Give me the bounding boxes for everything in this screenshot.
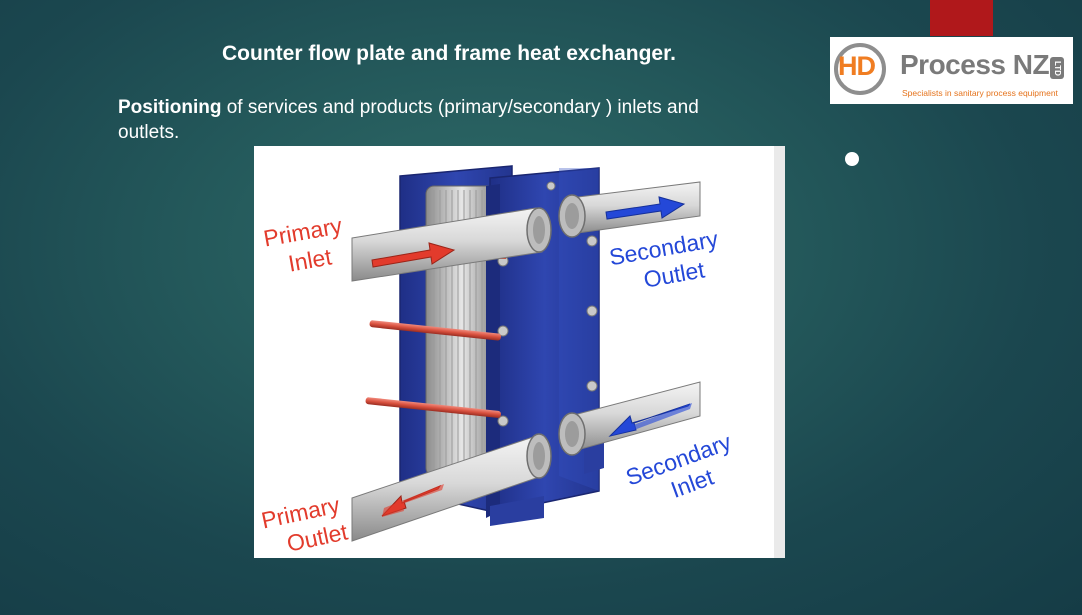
body-bold-text: Positioning xyxy=(118,97,222,118)
slide-title: Counter flow plate and frame heat exchan… xyxy=(222,42,676,65)
body-rest-text: of services and products (primary/second… xyxy=(118,97,699,143)
logo-badge-text: HD xyxy=(838,51,876,81)
logo-suffix: LTD xyxy=(1050,57,1064,79)
logo-badge-icon xyxy=(834,43,886,95)
logo-name: Process NZ xyxy=(900,49,1050,80)
logo-tagline: Specialists in sanitary process equipmen… xyxy=(902,88,1058,98)
bullet-point-icon xyxy=(845,152,859,166)
primary-inlet-line2: Inlet xyxy=(286,243,334,276)
secondary-outlet-label: Secondary Outlet xyxy=(607,226,720,293)
heat-exchanger-diagram: Primary Inlet Primary Outlet Secondary O… xyxy=(254,146,785,558)
primary-inlet-label: Primary Inlet xyxy=(261,212,344,277)
secondary-inlet-arrow-icon xyxy=(608,403,692,437)
primary-inlet-arrow-icon xyxy=(371,242,456,268)
primary-outlet-pipe xyxy=(351,433,552,542)
slide-body-text: Positioning of services and products (pr… xyxy=(118,95,728,145)
primary-outlet-label: Primary Outlet xyxy=(259,491,350,556)
primary-outlet-arrow-icon xyxy=(381,484,444,517)
primary-inlet-line1: Primary xyxy=(261,212,344,251)
accent-tab xyxy=(930,0,993,36)
secondary-inlet-pipe xyxy=(558,381,701,456)
company-logo: HD Process NZ LTD Specialists in sanitar… xyxy=(830,37,1073,104)
secondary-inlet-label: Secondary Inlet xyxy=(622,428,735,503)
secondary-outlet-arrow-icon xyxy=(605,196,686,220)
